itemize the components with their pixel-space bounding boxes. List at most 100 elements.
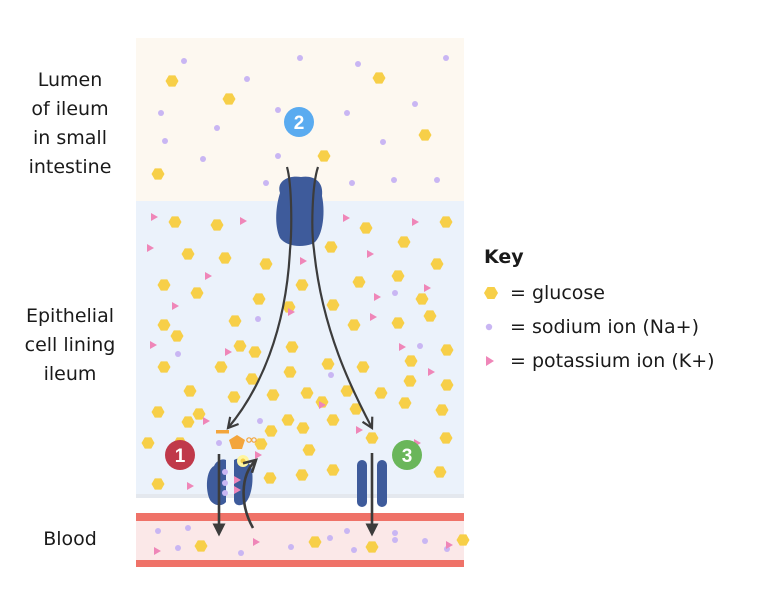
glucose-molecule bbox=[214, 361, 228, 373]
atp-bar bbox=[216, 430, 229, 434]
sodium-ion bbox=[238, 550, 244, 556]
blood-vessel-wall-top bbox=[136, 513, 464, 521]
glucose-hexagon-icon bbox=[484, 286, 510, 300]
glucose-molecule bbox=[283, 366, 297, 378]
glucose-molecule bbox=[398, 397, 412, 409]
glucose-molecule bbox=[418, 129, 432, 141]
sodium-potassium-pump-left bbox=[206, 459, 226, 506]
potassium-ion bbox=[412, 218, 419, 226]
marker-2: 2 bbox=[284, 107, 314, 137]
transport-protein-2 bbox=[276, 176, 324, 246]
glucose-molecule bbox=[302, 444, 316, 456]
sodium-ion bbox=[412, 101, 418, 107]
label-lumen: Lumen of ileum in small intestine bbox=[0, 66, 140, 182]
sodium-ion bbox=[185, 525, 191, 531]
glucose-molecule bbox=[266, 389, 280, 401]
glucose-molecule bbox=[391, 317, 405, 329]
legend-label: = potassium ion (K+) bbox=[510, 350, 715, 372]
glucose-molecule bbox=[157, 319, 171, 331]
glucose-channel-right bbox=[377, 460, 387, 507]
sodium-ion bbox=[417, 343, 423, 349]
glucose-molecule bbox=[433, 466, 447, 478]
potassium-ion bbox=[356, 426, 363, 434]
potassium-ion bbox=[424, 284, 431, 292]
energy-burst-core bbox=[240, 458, 246, 464]
glucose-molecule bbox=[326, 464, 340, 476]
sodium-ion bbox=[349, 180, 355, 186]
potassium-ion bbox=[446, 541, 453, 549]
pump-sodium-ion bbox=[222, 469, 228, 475]
potassium-ion bbox=[300, 257, 307, 265]
sodium-ion bbox=[288, 544, 294, 550]
sodium-ion bbox=[392, 530, 398, 536]
glucose-molecule bbox=[157, 361, 171, 373]
pump-potassium-ion bbox=[234, 476, 241, 484]
glucose-molecule bbox=[168, 216, 182, 228]
potassium-ion bbox=[205, 272, 212, 280]
glucose-molecule bbox=[340, 385, 354, 397]
potassium-ion bbox=[255, 451, 262, 459]
glucose-molecule bbox=[170, 330, 184, 342]
glucose-molecule bbox=[245, 373, 259, 385]
marker-3: 3 bbox=[392, 440, 422, 470]
glucose-molecule bbox=[423, 310, 437, 322]
sodium-ion bbox=[434, 177, 440, 183]
glucose-molecule bbox=[228, 315, 242, 327]
glucose-molecule bbox=[248, 346, 262, 358]
sodium-ion bbox=[181, 58, 187, 64]
glucose-molecule bbox=[252, 293, 266, 305]
legend-label: = sodium ion (Na+) bbox=[510, 316, 699, 338]
glucose-molecule bbox=[365, 432, 379, 444]
sodium-ion bbox=[443, 55, 449, 61]
sodium-ion bbox=[422, 538, 428, 544]
sodium-ion bbox=[214, 125, 220, 131]
glucose-molecule bbox=[415, 293, 429, 305]
sodium-ion bbox=[257, 418, 263, 424]
glucose-molecule bbox=[403, 375, 417, 387]
label-line: Lumen bbox=[37, 69, 103, 91]
glucose-molecule bbox=[365, 541, 379, 553]
glucose-molecule bbox=[233, 340, 247, 352]
marker-3-label: 3 bbox=[402, 446, 413, 467]
legend-item-sodium: = sodium ion (Na+) bbox=[484, 310, 715, 344]
label-line: of ileum bbox=[31, 98, 109, 120]
glucose-molecule bbox=[190, 287, 204, 299]
glucose-channel-left bbox=[357, 460, 367, 507]
legend-item-glucose: = glucose bbox=[484, 276, 715, 310]
glucose-molecule bbox=[227, 391, 241, 403]
potassium-ion bbox=[154, 547, 161, 555]
glucose-molecule bbox=[157, 279, 171, 291]
glucose-molecule bbox=[183, 385, 197, 397]
pump-sodium-ion bbox=[222, 490, 228, 496]
blood-region bbox=[136, 516, 464, 564]
glucose-molecule bbox=[456, 534, 470, 546]
glucose-molecule bbox=[430, 258, 444, 270]
sodium-ion bbox=[216, 440, 222, 446]
glucose-molecule bbox=[324, 241, 338, 253]
potassium-ion bbox=[187, 482, 194, 490]
potassium-ion bbox=[319, 401, 326, 409]
sodium-ion bbox=[200, 156, 206, 162]
glucose-molecule bbox=[254, 438, 268, 450]
glucose-molecule bbox=[259, 258, 273, 270]
glucose-molecule bbox=[439, 432, 453, 444]
glucose-molecule bbox=[372, 72, 386, 84]
sodium-ion bbox=[380, 139, 386, 145]
phosphate-dot bbox=[246, 437, 252, 443]
pathway-arrow-right bbox=[311, 166, 372, 428]
glucose-molecule bbox=[151, 406, 165, 418]
sodium-ion bbox=[391, 177, 397, 183]
potassium-ion bbox=[147, 244, 154, 252]
legend-label: = glucose bbox=[510, 282, 605, 304]
glucose-molecule bbox=[439, 216, 453, 228]
pathway-arrow-left bbox=[228, 166, 293, 428]
glucose-molecule bbox=[141, 437, 155, 449]
potassium-ion bbox=[240, 217, 247, 225]
glucose-molecule bbox=[181, 416, 195, 428]
glucose-molecule bbox=[300, 387, 314, 399]
sodium-ion bbox=[344, 528, 350, 534]
sodium-ion bbox=[392, 290, 398, 296]
glucose-molecule bbox=[440, 379, 454, 391]
legend-title: Key bbox=[484, 246, 524, 268]
